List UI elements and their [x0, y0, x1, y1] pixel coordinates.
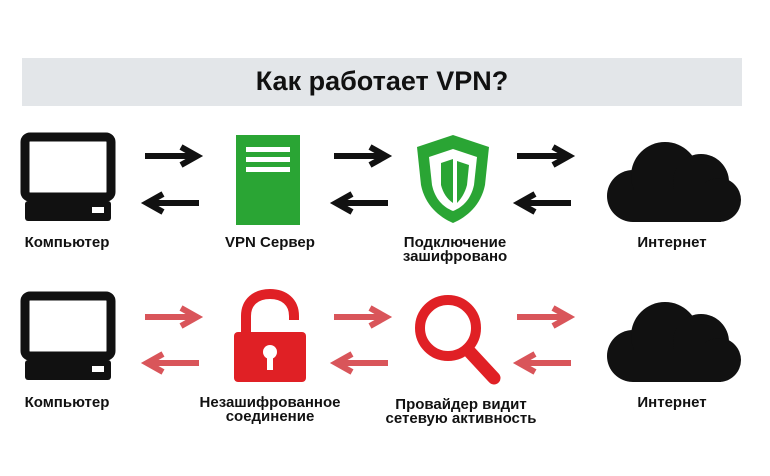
encrypted-label-line2: зашифровано	[402, 248, 508, 265]
arrow-left-icon	[140, 191, 199, 215]
computer-label: Компьютер	[24, 234, 110, 251]
computer-icon	[20, 132, 116, 221]
computer-label: Компьютер	[24, 394, 110, 411]
arrow-right-icon	[517, 144, 576, 168]
server-icon	[236, 135, 300, 225]
encrypted-label-line1: Подключение	[403, 234, 507, 251]
internet-label: Интернет	[637, 234, 707, 251]
magnifier-icon	[415, 295, 501, 385]
unlocked-padlock-icon	[234, 288, 306, 382]
vpn-server-label: VPN Сервер	[225, 234, 315, 251]
title-bar: Как работает VPN?	[22, 58, 742, 106]
arrow-right-icon	[517, 305, 576, 329]
arrow-right-icon	[334, 305, 393, 329]
arrow-right-icon	[145, 144, 204, 168]
arrow-left-icon	[329, 191, 388, 215]
computer-icon	[20, 291, 116, 380]
cloud-icon	[607, 302, 741, 382]
page-title: Как работает VPN?	[255, 66, 509, 96]
arrow-left-icon	[512, 191, 571, 215]
cloud-icon	[607, 142, 741, 222]
arrow-left-icon	[140, 351, 199, 375]
internet-label: Интернет	[637, 394, 707, 411]
arrow-left-icon	[329, 351, 388, 375]
arrow-right-icon	[145, 305, 204, 329]
arrow-left-icon	[512, 351, 571, 375]
shield-icon	[417, 135, 489, 223]
unencrypted-label-line1: Незашифрованное	[199, 394, 341, 411]
provider-label-line2: сетевую активность	[385, 410, 537, 427]
unencrypted-label-line2: соединение	[225, 408, 315, 425]
provider-label-line1: Провайдер видит	[395, 396, 527, 413]
arrow-right-icon	[334, 144, 393, 168]
